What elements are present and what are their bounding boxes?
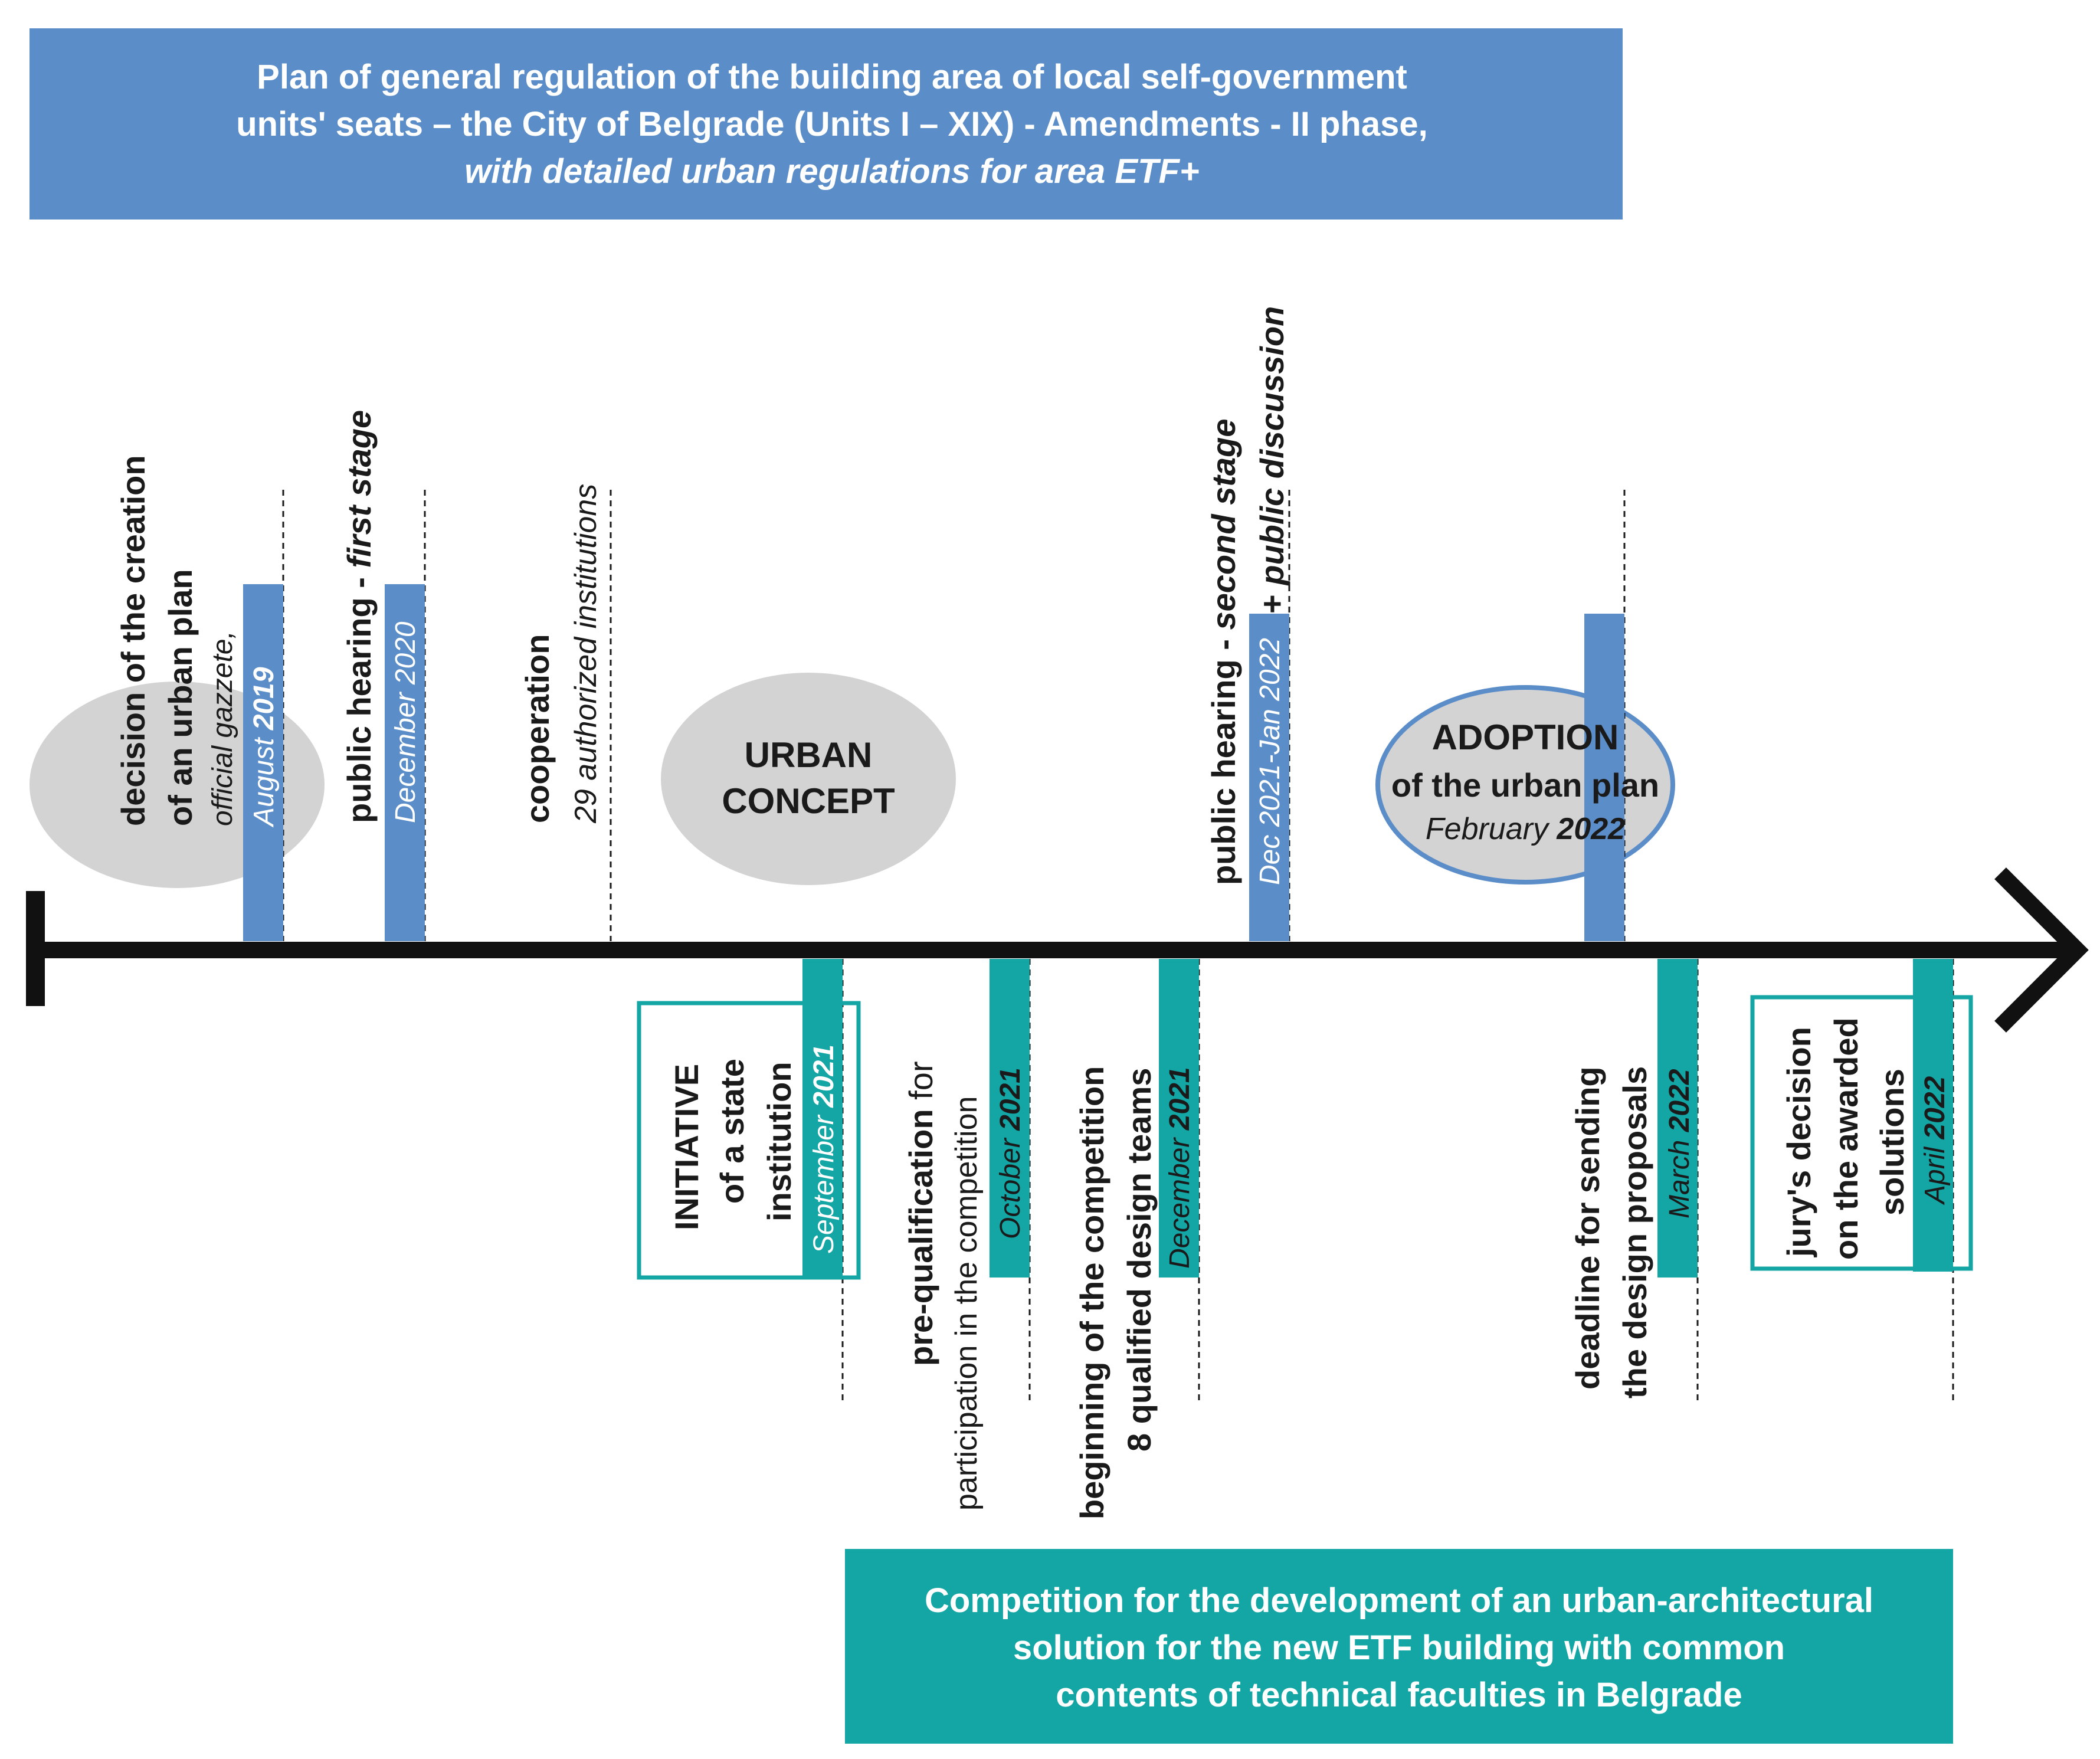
prequal-line2: participation in the competition bbox=[949, 1096, 984, 1511]
initiative-line1: INITIATIVE bbox=[668, 1064, 705, 1230]
decision-line3: official gazzete, bbox=[207, 631, 238, 826]
deadline-year: 2022 bbox=[1664, 1069, 1695, 1132]
top-banner-line3: with detailed urban regulations for area… bbox=[464, 152, 1200, 191]
urban-concept-line2: CONCEPT bbox=[722, 781, 895, 821]
jury-line2: on the awarded bbox=[1827, 1017, 1865, 1260]
deadline-label: deadline for sending bbox=[1569, 1066, 1606, 1390]
prequal-year: 2021 bbox=[995, 1067, 1026, 1131]
cooperation-line1: cooperation bbox=[519, 634, 556, 823]
deadline-month: March bbox=[1664, 1140, 1695, 1218]
bottom-banner-line3: contents of technical faculties in Belgr… bbox=[1056, 1676, 1742, 1714]
hearing1-stage: first stage bbox=[340, 410, 378, 568]
beginning-year: 2021 bbox=[1164, 1067, 1195, 1131]
bar-beginning bbox=[1159, 959, 1199, 1278]
prequal-for: for bbox=[902, 1061, 939, 1109]
bar-jury bbox=[1913, 959, 1953, 1272]
bar-adoption bbox=[1584, 614, 1624, 941]
initiative-line3: institution bbox=[761, 1062, 798, 1221]
jury-month: April bbox=[1919, 1147, 1951, 1206]
decision-line1: decision of the creation bbox=[114, 455, 152, 826]
beginning-line2: 8 qualified design teams bbox=[1121, 1068, 1158, 1452]
jury-line3: solutions bbox=[1873, 1069, 1911, 1216]
axis-arrowhead bbox=[1994, 867, 2089, 1033]
svg-text:+ public discussion: + public discussion bbox=[1253, 306, 1290, 614]
bottom-banner: Competition for the development of an ur… bbox=[845, 1549, 1953, 1744]
hearing1-date: December 2020 bbox=[390, 621, 421, 823]
svg-text:public hearing - first stage: public hearing - first stage bbox=[340, 410, 378, 823]
bar-prequal bbox=[990, 959, 1030, 1278]
beginning-label: beginning of the competition bbox=[1073, 1066, 1110, 1519]
hearing2-plus: + bbox=[1253, 585, 1290, 614]
initiative-month: September bbox=[808, 1114, 840, 1254]
bar-initiative bbox=[802, 959, 843, 1278]
beginning-date: December 2021 bbox=[1164, 1067, 1195, 1269]
top-banner: Plan of general regulation of the buildi… bbox=[30, 28, 1623, 220]
jury-year: 2022 bbox=[1919, 1076, 1951, 1140]
initiative-line2: of a state bbox=[713, 1059, 751, 1204]
prequal-month: October bbox=[995, 1137, 1026, 1239]
initiative-box bbox=[637, 1001, 861, 1280]
initiative-year: 2021 bbox=[808, 1044, 840, 1108]
decision-year: 2019 bbox=[248, 667, 280, 731]
prequal-date: October 2021 bbox=[995, 1067, 1026, 1239]
cooperation-label: cooperation bbox=[519, 634, 556, 823]
deadline-date: March 2022 bbox=[1664, 1069, 1695, 1218]
adoption-month: February bbox=[1426, 812, 1550, 846]
bottom-banner-line2: solution for the new ETF building with c… bbox=[1013, 1629, 1785, 1667]
hearing2-discussion: public discussion bbox=[1253, 306, 1290, 587]
urban-concept-ellipse bbox=[661, 673, 956, 885]
deadline-line2: the design proposals bbox=[1616, 1066, 1653, 1398]
bar-deadline bbox=[1657, 959, 1698, 1278]
bar-hearing1 bbox=[385, 584, 425, 941]
decision-line2: of an urban plan bbox=[162, 569, 199, 826]
bottom-banner-line1: Competition for the development of an ur… bbox=[925, 1581, 1873, 1620]
adoption-year: 2022 bbox=[1556, 812, 1625, 846]
beginning-month: December bbox=[1164, 1137, 1195, 1269]
hearing2-date: Dec 2021-Jan 2022 bbox=[1254, 638, 1286, 885]
jury-date: April 2022 bbox=[1919, 1076, 1951, 1206]
cooperation-line2: 29 authorized institutions bbox=[569, 484, 603, 824]
adoption-date: February 2022 bbox=[1426, 812, 1625, 846]
prequal-bold: pre-qualification bbox=[902, 1109, 939, 1366]
decision-month: August bbox=[248, 737, 280, 828]
beginning-line1: beginning of the competition bbox=[1073, 1066, 1110, 1519]
hearing1-label: public hearing - first stage bbox=[340, 410, 378, 823]
adoption-line2: of the urban plan bbox=[1391, 767, 1659, 804]
hearing1-text: public hearing - bbox=[340, 568, 378, 823]
initiative-date: September 2021 bbox=[808, 1044, 840, 1254]
svg-text:public hearing - second stage: public hearing - second stage bbox=[1205, 419, 1242, 885]
adoption-line1: ADOPTION bbox=[1432, 718, 1619, 757]
initiative-label: INITIATIVE bbox=[668, 1064, 705, 1230]
jury-label: jury's decision bbox=[1780, 1027, 1817, 1257]
hearing2-text: public hearing - bbox=[1205, 630, 1242, 885]
time-axis bbox=[26, 867, 2089, 1033]
top-banner-line1: Plan of general regulation of the buildi… bbox=[257, 58, 1407, 96]
deadline-line1: deadline for sending bbox=[1569, 1066, 1606, 1390]
hearing2-label: public hearing - second stage bbox=[1205, 419, 1242, 885]
prequal-label: pre-qualification for bbox=[902, 1061, 939, 1366]
jury-line1: jury's decision bbox=[1780, 1027, 1817, 1257]
jury-box bbox=[1750, 995, 1973, 1271]
top-banner-box bbox=[30, 28, 1623, 220]
hearing2-stage: second stage bbox=[1205, 419, 1242, 630]
bar-hearing2 bbox=[1249, 614, 1289, 941]
urban-concept-line1: URBAN bbox=[745, 735, 873, 775]
decision-date: August 2019 bbox=[248, 667, 280, 828]
decision-label: decision of the creation bbox=[114, 455, 152, 826]
bar-decision bbox=[243, 584, 283, 941]
bottom-banner-box bbox=[845, 1549, 1953, 1744]
svg-text:pre-qualification for: pre-qualification for bbox=[902, 1061, 939, 1366]
top-banner-line2: units' seats – the City of Belgrade (Uni… bbox=[236, 105, 1428, 143]
